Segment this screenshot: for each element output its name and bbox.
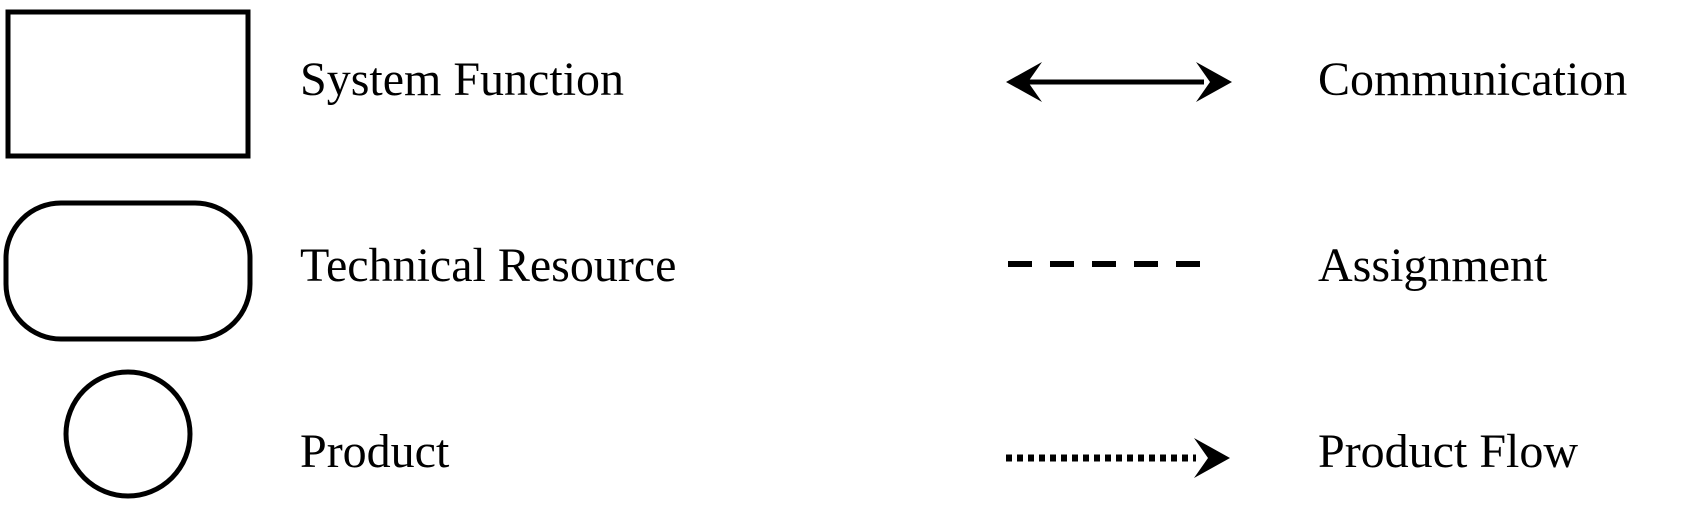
system-function-rectangle-icon — [5, 9, 251, 159]
product-label: Product — [300, 425, 450, 478]
communication-double-arrow-icon — [1006, 62, 1232, 102]
communication-label: Communication — [1318, 53, 1628, 106]
product-flow-label: Product Flow — [1318, 425, 1579, 478]
assignment-dashed-line-icon — [1008, 261, 1216, 267]
technical-resource-rounded-rectangle-icon — [3, 200, 253, 342]
assignment-label: Assignment — [1318, 239, 1548, 292]
system-function-label: System Function — [300, 53, 625, 106]
product-flow-dotted-arrow-icon — [1006, 438, 1230, 478]
product-circle-icon — [63, 369, 193, 499]
technical-resource-label: Technical Resource — [300, 239, 677, 292]
